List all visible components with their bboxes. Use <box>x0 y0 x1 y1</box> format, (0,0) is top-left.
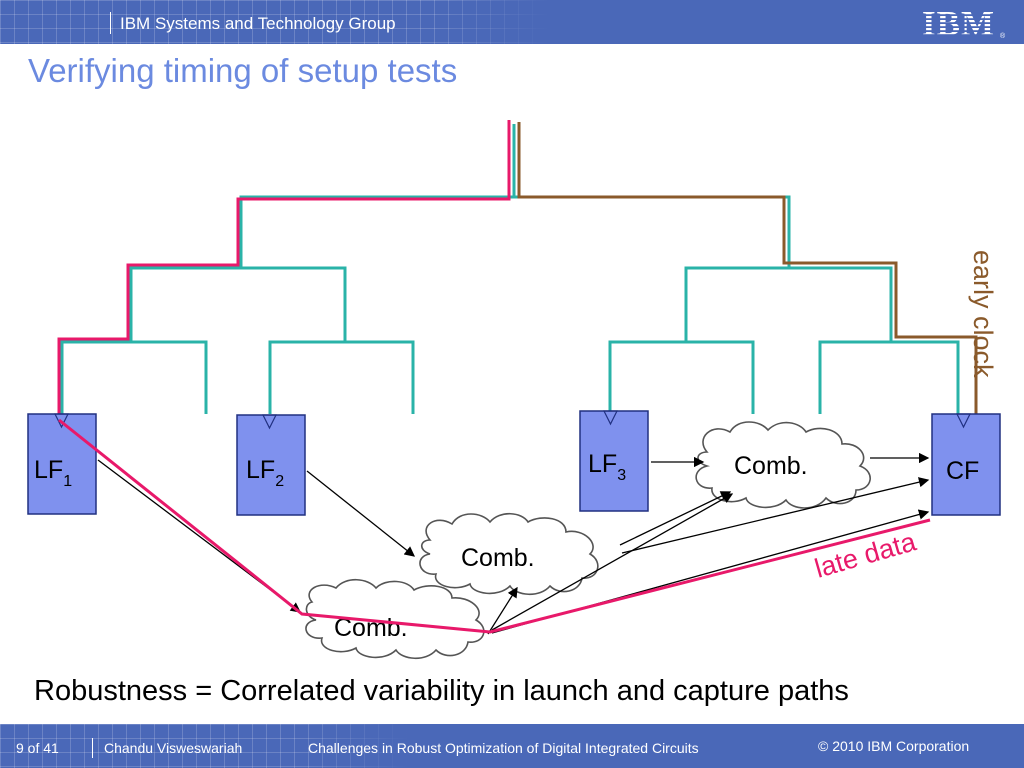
copyright: © 2010 IBM Corporation <box>818 738 970 754</box>
early-clock-label: early clock <box>968 250 998 378</box>
latch-lf2: LF2 <box>236 414 306 516</box>
header-separator <box>110 12 111 34</box>
lf2-label: LF <box>246 456 275 484</box>
author-name: Chandu Visweswariah <box>104 740 243 756</box>
late-data-label: late data <box>811 526 920 584</box>
late-clock-path <box>57 120 511 420</box>
latch-lf3: LF3 <box>579 410 649 512</box>
svg-text:LF1: LF1 <box>34 456 72 490</box>
comb-cloud-middle: Comb. <box>419 512 599 596</box>
lf3-subscript: 3 <box>617 467 626 484</box>
comb-cloud-top: Comb. <box>695 421 871 509</box>
page-number: 9 of 41 <box>16 740 59 756</box>
early-clock-path <box>517 122 978 414</box>
comb-label-middle: Comb. <box>461 544 535 572</box>
clock-tree <box>60 124 960 414</box>
lf2-subscript: 2 <box>275 473 284 490</box>
footer-separator <box>92 738 93 758</box>
header-bar: IBM Systems and Technology Group IBM ® <box>0 0 1024 44</box>
latch-cf: CF <box>931 413 1001 516</box>
slide-title: Verifying timing of setup tests <box>28 52 458 89</box>
comb-cloud-bottom: Comb. <box>305 578 485 660</box>
ibm-logo-text: IBM <box>922 4 995 40</box>
header-group-name: IBM Systems and Technology Group <box>120 14 396 33</box>
lf3-label: LF <box>588 450 617 478</box>
svg-text:LF2: LF2 <box>246 456 284 490</box>
registered-mark: ® <box>1000 32 1006 40</box>
lf1-label: LF <box>34 456 63 484</box>
cf-label: CF <box>946 457 979 485</box>
lf1-subscript: 1 <box>63 473 72 490</box>
comb-label-top: Comb. <box>734 452 808 480</box>
latch-lf1: LF1 <box>27 413 97 515</box>
footer-bar: 9 of 41 Chandu Visweswariah Challenges i… <box>0 724 1024 768</box>
svg-text:LF3: LF3 <box>588 450 626 484</box>
robustness-statement: Robustness = Correlated variability in l… <box>34 675 849 707</box>
ibm-logo: IBM ® <box>922 4 1006 40</box>
talk-title: Challenges in Robust Optimization of Dig… <box>308 740 699 756</box>
timing-diagram: LF1 LF2 LF3 CF Comb. Comb. Comb. <box>27 120 1001 660</box>
late-data-path <box>58 418 931 634</box>
